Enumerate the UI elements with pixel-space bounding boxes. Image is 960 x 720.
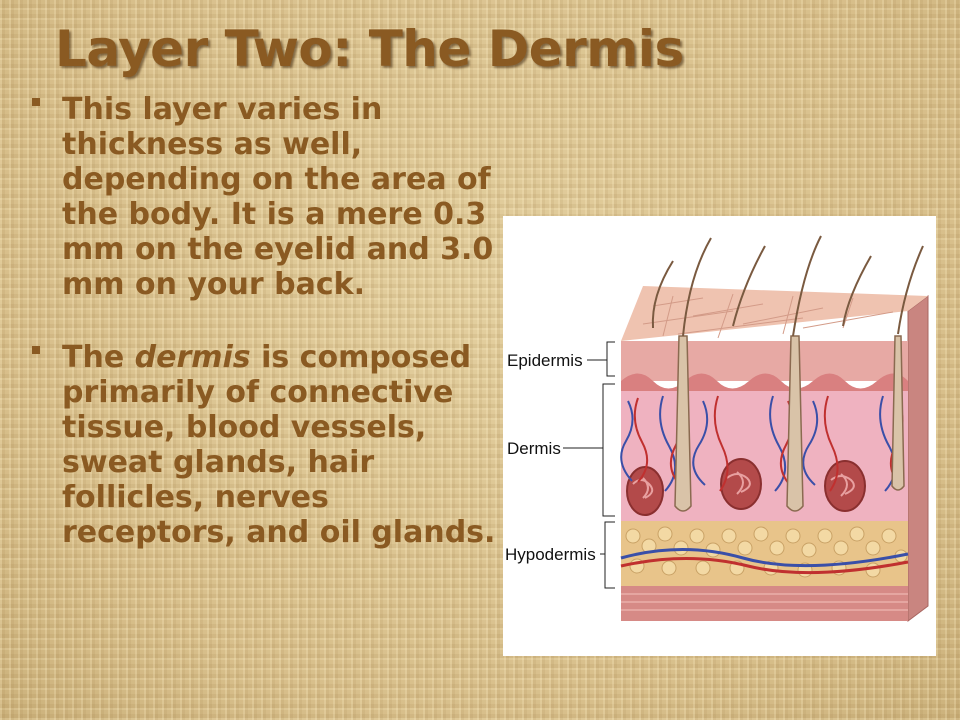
square-bullet-icon [32, 98, 40, 106]
skin-layers-diagram: Epidermis Dermis Hypodermis [503, 216, 936, 656]
square-bullet-icon [32, 346, 40, 354]
slide-title: Layer Two: The Dermis [55, 20, 684, 78]
bullet-list: This layer varies in thickness as well, … [28, 92, 498, 550]
dermis-label: Dermis [507, 439, 561, 458]
bullet-item-thickness: This layer varies in thickness as well, … [28, 92, 498, 302]
bullet-text: This layer varies in thickness as well, … [62, 92, 494, 302]
epidermis-label: Epidermis [507, 351, 583, 370]
bullet-text-start: The [62, 340, 135, 375]
bullet-item-composition: The dermis is composed primarily of conn… [28, 340, 498, 550]
hypodermis-label: Hypodermis [505, 545, 596, 564]
skin-cross-section-illustration: Epidermis Dermis Hypodermis [505, 235, 929, 622]
bullet-text-end: is composed primarily of connective tiss… [62, 340, 496, 550]
bullet-text-emphasis: dermis [134, 340, 251, 375]
